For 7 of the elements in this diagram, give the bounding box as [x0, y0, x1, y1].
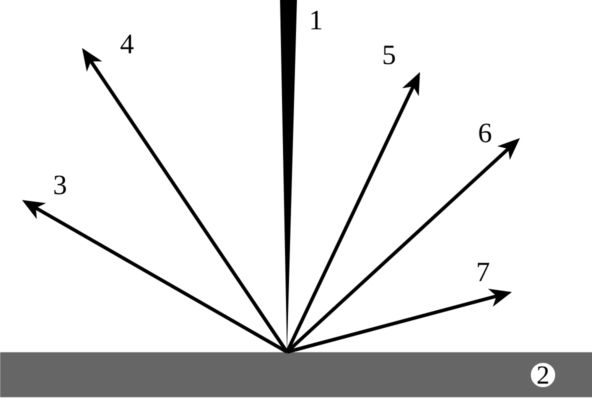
surface-band: 2 [0, 352, 592, 398]
ray-number: 5 [384, 46, 395, 64]
ray-number: 1 [311, 10, 322, 30]
ray-number: 3 [54, 176, 66, 194]
ray-number: 6 [479, 124, 492, 142]
ray-number: 4 [120, 34, 134, 54]
ray-number: 7 [478, 262, 490, 282]
